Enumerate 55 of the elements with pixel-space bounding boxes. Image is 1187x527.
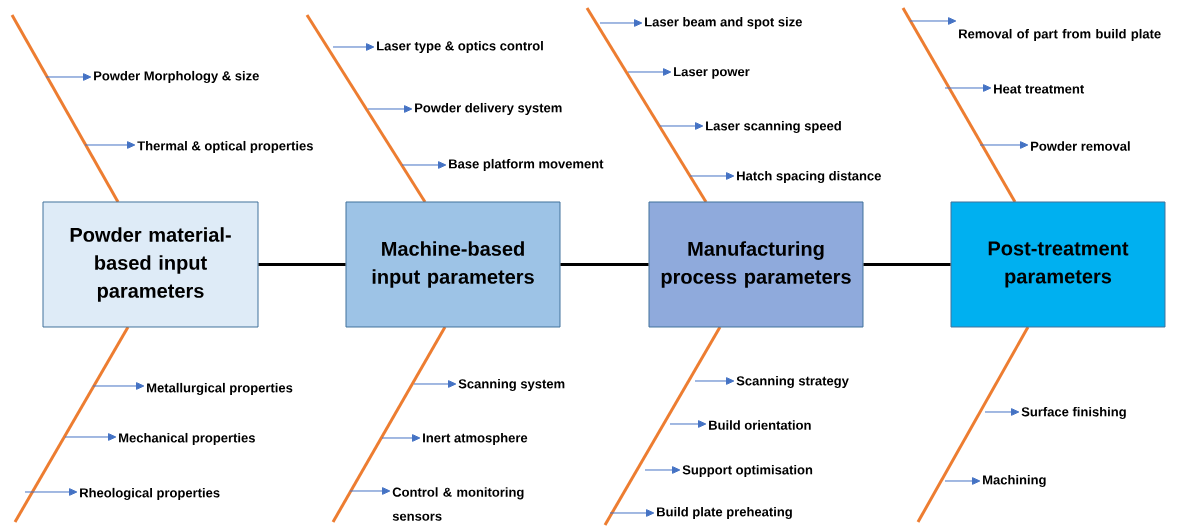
arrow xyxy=(689,172,735,180)
parameter-label: Machining xyxy=(983,474,1046,488)
parameter-label: Support optimisation xyxy=(682,464,813,478)
arrow xyxy=(644,466,681,474)
parameter-label: Build plate preheating xyxy=(657,506,792,520)
connector-line xyxy=(863,263,951,266)
parameter-label: Inert atmosphere xyxy=(423,432,528,446)
arrow xyxy=(367,105,413,113)
parameter-label: Surface finishing xyxy=(1021,406,1126,420)
arrow xyxy=(599,19,643,27)
category-box: Manufacturing process parameters xyxy=(648,201,864,328)
category-box: Machine-based input parameters xyxy=(345,201,561,328)
parameter-label: Base platform movement xyxy=(449,158,604,172)
parameter-label: Scanning strategy xyxy=(736,375,849,389)
parameter-label: Mechanical properties xyxy=(119,432,255,446)
parameter-label: Laser beam and spot size xyxy=(645,16,802,30)
arrow xyxy=(909,17,957,25)
arrow xyxy=(944,84,992,92)
parameter-label: Laser type & optics control xyxy=(377,40,543,54)
parameter-label: Removal of part from build plate xyxy=(959,28,1161,42)
parameter-label: Rheological properties xyxy=(80,487,220,501)
arrow xyxy=(84,141,136,149)
parameter-label: Powder removal xyxy=(1031,141,1130,151)
parameter-label: Powder delivery system xyxy=(415,102,562,116)
parameter-label: Metallurgical properties xyxy=(147,382,293,396)
parameter-label: Heat treatment xyxy=(994,84,1085,94)
arrow xyxy=(381,434,421,442)
parameter-label: Hatch spacing distance xyxy=(737,170,881,184)
parameter-label: Build orientation xyxy=(709,420,811,430)
parameter-label: Control & monitoring sensors xyxy=(392,487,524,521)
arrow xyxy=(669,420,707,428)
category-box: Post-treatment parameters xyxy=(950,201,1166,328)
arrow xyxy=(984,408,1020,416)
arrow xyxy=(609,509,655,517)
arrow xyxy=(979,141,1029,149)
arrow xyxy=(413,380,457,388)
connector-line xyxy=(560,263,649,266)
arrow xyxy=(401,161,447,169)
parameter-label: Powder Morphology & size xyxy=(94,70,259,84)
arrow xyxy=(349,487,391,495)
parameter-label: Laser scanning speed xyxy=(706,120,841,134)
category-box: Powder material-based input parameters xyxy=(42,201,259,328)
parameter-label: Scanning system xyxy=(458,378,565,392)
parameter-label: Laser power xyxy=(674,67,750,79)
arrow xyxy=(92,382,145,390)
connector-line xyxy=(258,263,346,266)
arrow xyxy=(332,43,375,51)
parameter-label: Thermal & optical properties xyxy=(137,140,313,154)
arrow xyxy=(627,68,672,76)
arrow xyxy=(944,477,981,485)
arrow xyxy=(694,377,735,385)
arrow xyxy=(45,73,92,81)
arrow xyxy=(659,122,704,130)
arrow xyxy=(64,433,117,441)
arrow xyxy=(24,488,78,496)
